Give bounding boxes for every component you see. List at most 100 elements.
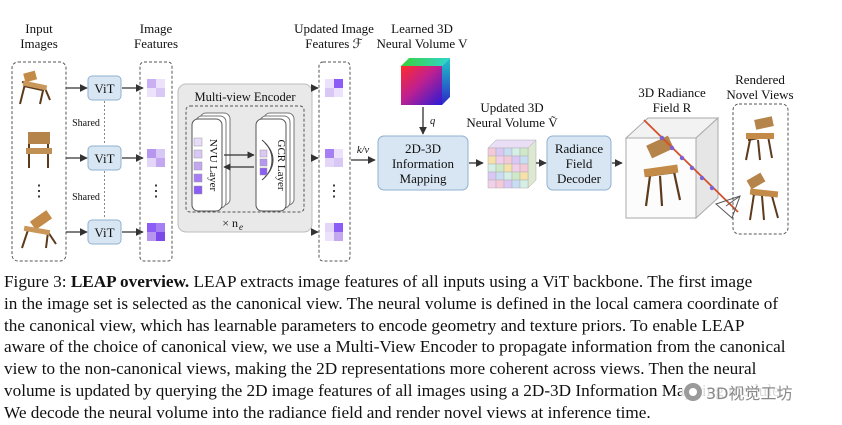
vit-block-2 <box>87 145 122 171</box>
input-images-title-1: Input <box>25 21 53 36</box>
radiance-field-decoder: Radiance Field Decoder <box>546 135 612 191</box>
input-chair-image-2 <box>26 132 52 168</box>
cube-front-face <box>401 66 442 105</box>
voxel-cell <box>487 171 497 181</box>
voxel-cell <box>487 179 497 189</box>
cube-top-face <box>401 58 450 66</box>
voxel-cell <box>487 163 497 173</box>
wechat-logo-icon <box>684 383 702 401</box>
voxel-cell <box>495 163 505 173</box>
image-features-title-1: Image <box>140 21 173 36</box>
gcr-label: GCR Layer <box>275 139 287 190</box>
q-label: q <box>430 116 435 127</box>
vit-label-2: ViT <box>94 151 114 166</box>
image-features-column: Image Features ⋮ <box>134 21 178 262</box>
image-feature-2 <box>147 149 165 167</box>
voxel-cell <box>519 155 529 165</box>
rendered-title-1: Rendered <box>735 72 785 87</box>
updated-features-ellipsis: ⋮ <box>326 183 342 200</box>
mapping-box <box>377 135 469 191</box>
decoder-label-2: Field <box>566 156 593 171</box>
input-chair-image-1 <box>19 70 51 105</box>
rendered-chair-view-1 <box>745 116 774 161</box>
gcr-layer <box>255 118 287 212</box>
encoder-repeat: × n <box>222 216 238 230</box>
caption-line-1-text: LEAP extracts image features of all inpu… <box>193 272 753 291</box>
voxel-grid-top <box>487 139 537 149</box>
voxel-cell <box>503 171 513 181</box>
multi-view-encoder: Multi-view Encoder NVU Layer GCR Layer ×… <box>177 83 313 233</box>
shared-label-2: Shared <box>72 192 100 203</box>
voxel-cell <box>503 155 513 165</box>
updated-image-features-column: Updated Image Features ℱ ⋮ <box>294 21 374 262</box>
vit-block-3 <box>87 219 122 245</box>
encoder-repeat-subscript: e <box>239 222 243 232</box>
voxel-cell <box>519 179 529 189</box>
learned-volume-title-2: Neural Volume V <box>377 36 469 51</box>
voxel-grid <box>487 139 537 189</box>
caption-figure-label: Figure 3: <box>4 272 67 291</box>
voxel-cell <box>519 147 529 157</box>
voxel-cell <box>495 147 505 157</box>
mapping-label-3: Mapping <box>400 171 447 186</box>
voxel-cell <box>495 179 505 189</box>
mapping-label-1: 2D-3D <box>405 141 441 156</box>
mapping-label-2: Information <box>392 156 455 171</box>
rendered-views-dashed-box <box>732 103 789 235</box>
updated-volume-title-1: Updated 3D <box>480 100 543 115</box>
shared-label-1: Shared <box>72 118 100 129</box>
image-feature-3 <box>147 223 165 241</box>
input-images-ellipsis: ⋮ <box>31 183 47 200</box>
voxel-grid-side <box>527 139 537 189</box>
updated-features-dashed-box <box>318 61 351 262</box>
image-features-dashed-box <box>139 61 173 262</box>
vit-backbones: ViT ViT ViT Shared Shared <box>72 75 122 245</box>
voxel-cell <box>495 171 505 181</box>
camera-frustum <box>715 195 741 219</box>
voxel-cell <box>503 179 513 189</box>
voxel-cell <box>519 163 529 173</box>
encoder-inner-dashed-box <box>185 105 305 213</box>
voxel-cell <box>495 155 505 165</box>
radiance-title-2: Field R <box>653 100 692 115</box>
voxel-cell <box>511 179 521 189</box>
voxel-cell <box>511 147 521 157</box>
input-images-title-2: Images <box>20 36 58 51</box>
updated-feature-1 <box>325 79 343 97</box>
caption-line-6: volume is updated by querying the 2D ima… <box>4 380 784 400</box>
updated-features-title-1: Updated Image <box>294 21 374 36</box>
caption-line-3: the canonical view, which has learnable … <box>4 315 745 335</box>
input-images-dashed-box <box>11 61 67 262</box>
decoder-box <box>546 135 612 191</box>
encoder-title: Multi-view Encoder <box>194 90 296 104</box>
voxel-cell <box>511 171 521 181</box>
voxel-cell <box>487 155 497 165</box>
caption-line-7: We decode the neural volume into the rad… <box>4 402 651 422</box>
watermark: 3D视觉工坊 <box>682 380 796 404</box>
updated-features-title-2: Features ℱ <box>305 36 363 51</box>
voxel-cell <box>511 155 521 165</box>
leap-overview-diagram: Input Images ⋮ ViT ViT ViT <box>11 21 794 262</box>
learned-volume-title-1: Learned 3D <box>391 21 453 36</box>
caption-line-2: in the image set is selected as the cano… <box>4 293 779 313</box>
camera-ray <box>643 119 739 213</box>
rendered-novel-views: Rendered Novel Views <box>726 72 794 235</box>
voxel-cell <box>519 171 529 181</box>
input-chair-image-3 <box>21 210 57 249</box>
radiance-field: 3D Radiance Field R <box>624 85 741 220</box>
updated-neural-volume: Updated 3D Neural Volume Ṽ <box>466 100 558 189</box>
updated-feature-2 <box>325 149 343 167</box>
rendered-title-2: Novel Views <box>726 87 793 102</box>
voxel-cell <box>511 163 521 173</box>
radiance-title-1: 3D Radiance <box>638 85 706 100</box>
input-images-column: Input Images ⋮ <box>11 21 67 262</box>
vit-block-1 <box>87 75 122 101</box>
caption-bold-title: LEAP overview. <box>70 272 190 291</box>
image-features-title-2: Features <box>134 36 178 51</box>
updated-feature-3 <box>325 223 343 241</box>
kv-label: k/v <box>357 145 370 156</box>
information-mapping-module: 2D-3D Information Mapping <box>377 135 469 191</box>
cube-side-face <box>442 58 450 105</box>
learned-neural-volume: Learned 3D Neural Volume V <box>377 21 469 105</box>
caption-line-5: view to the non-canonical views, making … <box>4 359 757 379</box>
